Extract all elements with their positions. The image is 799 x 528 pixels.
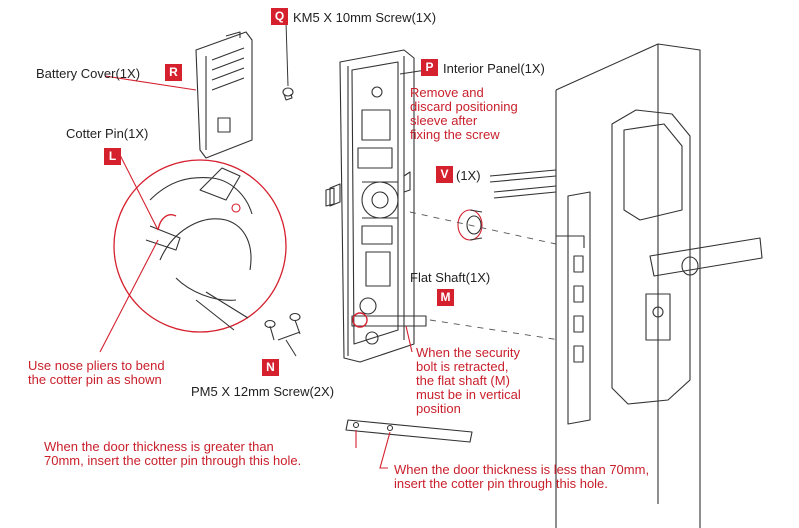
badge-n: N <box>262 359 279 376</box>
km5-screw-drawing <box>282 87 294 101</box>
door-with-exterior-lock-drawing <box>555 43 763 528</box>
label-positioning-sleeve: (1X) <box>456 168 481 183</box>
label-cotter-pin: Cotter Pin(1X) <box>66 126 149 141</box>
leader-cotter-pin <box>119 154 159 231</box>
note-remove-sleeve: Remove and discard positioning sleeve af… <box>410 85 518 142</box>
badge-q: Q <box>271 8 288 25</box>
leader-screws <box>277 331 301 341</box>
pm5-screws-drawing <box>264 312 301 341</box>
label-pm5-screws: PM5 X 12mm Screw(2X) <box>191 384 335 399</box>
leader-battery-cover <box>104 75 197 91</box>
badge-v: V <box>436 166 453 183</box>
cotter-pin-inset-drawing <box>113 159 287 333</box>
battery-cover-drawing <box>195 31 253 159</box>
positioning-sleeve-drawing <box>457 209 483 241</box>
badge-m: M <box>437 289 454 306</box>
label-flat-shaft: Flat Shaft(1X) <box>410 270 491 285</box>
note-security-bolt: When the security bolt is retracted, the… <box>416 345 521 416</box>
label-interior-panel: Interior Panel(1X) <box>443 61 545 76</box>
cotter-pin-bar-drawing <box>345 419 473 443</box>
badge-l: L <box>104 148 121 165</box>
leader-security-bolt <box>405 325 413 353</box>
leader-pliers <box>99 239 159 353</box>
interior-panel-drawing <box>329 49 415 363</box>
leader-thin-hole <box>379 431 391 469</box>
badge-r: R <box>165 64 182 81</box>
note-thin-door: When the door thickness is less than 70m… <box>394 462 650 491</box>
badge-p: P <box>421 59 438 76</box>
note-thick-door: When the door thickness is greater than … <box>44 439 302 468</box>
interior-handle-stub-drawing <box>325 187 335 207</box>
alignment-line-upper <box>409 211 557 245</box>
label-battery-cover: Battery Cover(1X) <box>36 66 141 81</box>
flat-shaft-drawing <box>351 312 427 328</box>
spindles-drawing <box>489 169 557 199</box>
note-pliers: Use nose pliers to bend the cotter pin a… <box>28 358 165 387</box>
leader-km5-screw <box>285 21 289 87</box>
label-km5-screw: KM5 X 10mm Screw(1X) <box>293 10 437 25</box>
alignment-line-lower <box>429 319 561 341</box>
